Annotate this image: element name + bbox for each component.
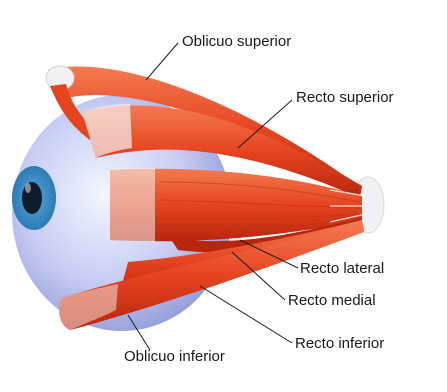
label-oblicuo-inferior: Oblicuo inferior — [124, 348, 225, 365]
iris-highlight — [25, 183, 31, 193]
label-recto-medial: Recto medial — [288, 292, 376, 309]
leader-recto-inferior — [200, 286, 292, 343]
label-recto-lateral: Recto lateral — [300, 260, 384, 277]
label-recto-superior: Recto superior — [296, 89, 394, 106]
label-oblicuo-superior: Oblicuo superior — [182, 33, 291, 50]
label-recto-inferior: Recto inferior — [295, 335, 384, 352]
pupil — [22, 182, 42, 214]
leader-oblicuo-superior — [146, 43, 178, 80]
